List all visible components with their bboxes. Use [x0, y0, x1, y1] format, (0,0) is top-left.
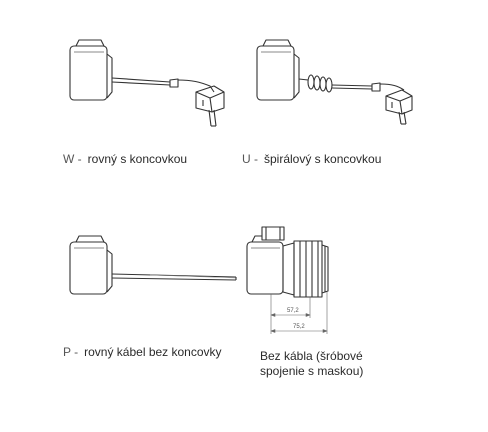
- connector-head-screw: [246, 226, 285, 295]
- caption-u-code: U -: [242, 152, 258, 166]
- bare-cable-p: [111, 273, 237, 281]
- caption-p-text: rovný kábel bez koncovky: [84, 345, 222, 359]
- dimension-inner-label: 57,2: [287, 308, 299, 314]
- caption-p-code: P -: [63, 345, 79, 359]
- dimension-outer-label: 75,2: [293, 324, 305, 330]
- cable-w: [111, 77, 171, 86]
- caption-u: U - špirálový s koncovkou: [242, 152, 381, 167]
- screw-coupling: [282, 240, 329, 298]
- caption-w: W - rovný s koncovkou: [63, 152, 187, 167]
- caption-w-text: rovný s koncovkou: [87, 152, 188, 166]
- variant-w-drawing: [69, 39, 225, 127]
- connector-head-w: [69, 39, 113, 101]
- variant-screw-drawing: [246, 226, 329, 334]
- angled-plug-u: [371, 82, 413, 125]
- variant-p-drawing: [69, 235, 237, 295]
- connector-head-p: [69, 235, 113, 295]
- angled-plug-w: [169, 78, 225, 127]
- caption-w-code: W -: [63, 152, 82, 166]
- connector-head-u: [256, 39, 300, 101]
- caption-screw: Bez kábla (šróbové spojenie s maskou): [260, 349, 410, 379]
- caption-p: P - rovný kábel bez koncovky: [63, 345, 222, 360]
- dimension-lines: [270, 292, 328, 334]
- caption-u-text: špirálový s koncovkou: [264, 152, 382, 166]
- variant-u-drawing: [256, 39, 413, 125]
- spiral-cable-u: [298, 74, 373, 93]
- caption-screw-text: Bez kábla (šróbové spojenie s maskou): [260, 349, 364, 378]
